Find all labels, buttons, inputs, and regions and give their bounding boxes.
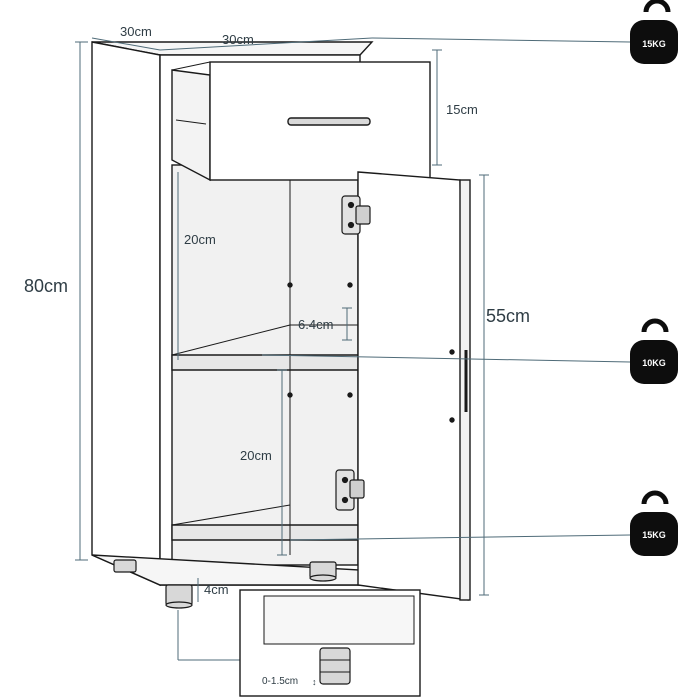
hinge-upper bbox=[341, 195, 371, 235]
load-label-top: 15KG bbox=[642, 39, 666, 49]
foot-detail-inset: 0-1.5cm ↕ bbox=[239, 589, 421, 697]
cabinet-left-side bbox=[91, 41, 161, 587]
label-leg-height: 4cm bbox=[204, 582, 229, 597]
label-lower-shelf-gap: 20cm bbox=[240, 448, 272, 463]
load-weight-middle: 10KG bbox=[630, 318, 678, 384]
label-width-top: 30cm bbox=[222, 32, 254, 47]
door-panel bbox=[357, 171, 469, 601]
middle-shelf bbox=[171, 354, 359, 371]
label-door-height: 55cm bbox=[486, 306, 530, 326]
bottom-shelf bbox=[171, 524, 359, 541]
leg-back-left bbox=[113, 559, 137, 573]
label-drawer-height: 15cm bbox=[446, 102, 478, 117]
dimension-labels: 30cm 30cm 80cm 15cm 20cm 6.4cm 55cm 20cm… bbox=[24, 24, 530, 597]
load-label-middle: 10KG bbox=[642, 358, 666, 368]
drawer-handle bbox=[287, 117, 371, 126]
label-shelf-adjust: 6.4cm bbox=[298, 317, 333, 332]
label-leg-adjust: 0-1.5cm bbox=[262, 676, 298, 687]
label-depth-top: 30cm bbox=[120, 24, 152, 39]
drawer bbox=[171, 61, 431, 182]
load-weight-top: 15KG bbox=[630, 0, 678, 64]
leg-adjust-arrow-icon: ↕ bbox=[312, 677, 317, 687]
legs bbox=[113, 559, 337, 609]
dimension-lines bbox=[75, 37, 631, 661]
label-height-total: 80cm bbox=[24, 276, 68, 296]
door bbox=[357, 171, 471, 601]
foot-detail-leg bbox=[319, 647, 351, 685]
hinge-lower bbox=[335, 469, 365, 511]
drawer-side bbox=[171, 69, 211, 182]
load-weight-bottom: 15KG bbox=[630, 490, 678, 556]
label-upper-shelf-gap: 20cm bbox=[184, 232, 216, 247]
load-label-bottom: 15KG bbox=[642, 530, 666, 540]
